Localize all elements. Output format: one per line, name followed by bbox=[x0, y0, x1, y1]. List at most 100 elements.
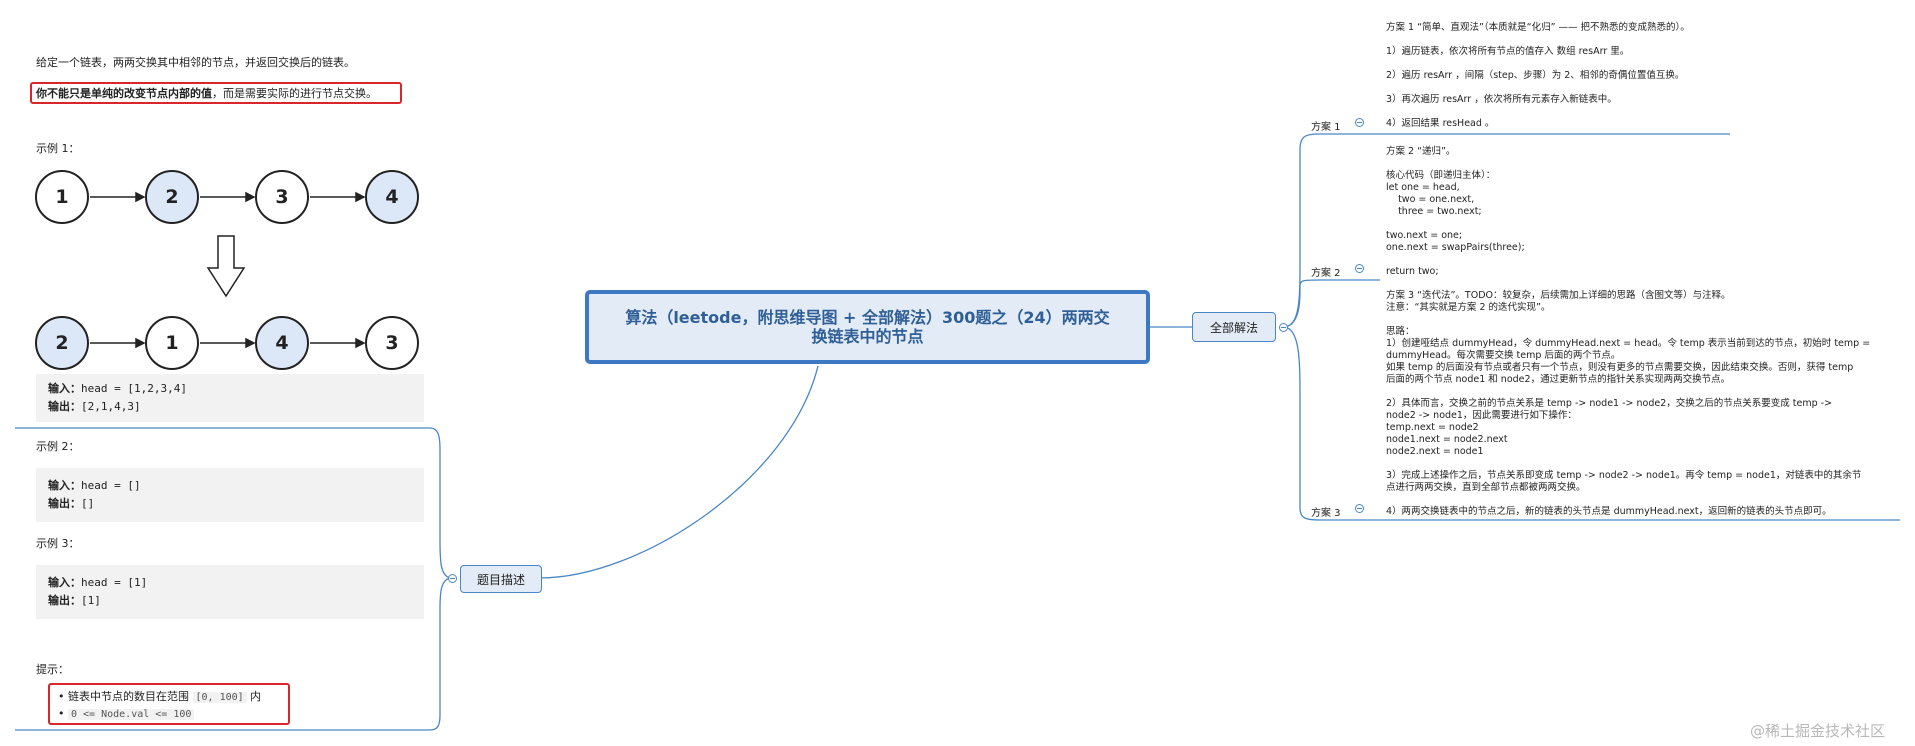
plan-line: 方案 1 “简单、直观法”（本质就是“化归” —— 把不熟悉的变成熟悉的）。 bbox=[1386, 22, 1690, 33]
input-value: head = [1] bbox=[81, 576, 148, 589]
topic-all-solutions[interactable]: 全部解法 bbox=[1192, 312, 1276, 342]
plan-line: 3）再次遍历 resArr ，依次将所有元素存入新链表中。 bbox=[1386, 94, 1617, 105]
example3-title: 示例 3： bbox=[36, 537, 80, 550]
list-node: 4 bbox=[365, 170, 419, 224]
plan-line: 思路： bbox=[1386, 326, 1415, 337]
plan-line bbox=[1386, 106, 1690, 118]
hint-code: [0, 100] bbox=[192, 692, 247, 703]
example3-input-line: 输入：head = [1] bbox=[48, 577, 147, 589]
plan-2-label[interactable]: 方案 2 bbox=[1311, 268, 1341, 279]
plan-line: two = one.next, bbox=[1386, 194, 1475, 205]
plan-line bbox=[1386, 158, 1525, 170]
plan-line bbox=[1386, 458, 1870, 470]
plan-line: return two; bbox=[1386, 266, 1439, 277]
plan-2-content: 方案 2 “递归”。 核心代码（即递归主体）：let one = head, t… bbox=[1386, 146, 1525, 278]
example1-title: 示例 1： bbox=[36, 142, 80, 155]
example1-input-line: 输入：head = [1,2,3,4] bbox=[48, 383, 187, 395]
problem-description: 给定一个链表，两两交换其中相邻的节点，并返回交换后的链表。 bbox=[36, 56, 355, 69]
collapse-icon[interactable] bbox=[1355, 504, 1364, 513]
plan-line bbox=[1386, 314, 1870, 326]
plan-line: one.next = swapPairs(three); bbox=[1386, 242, 1525, 253]
input-value: head = [] bbox=[81, 479, 141, 492]
output-label: 输出： bbox=[48, 497, 81, 510]
hint-item-2: • 0 <= Node.val <= 100 bbox=[58, 708, 195, 721]
output-value: [] bbox=[81, 497, 95, 510]
plan-line: 2）具体而言，交换之前的节点关系是 temp -> node1 -> node2… bbox=[1386, 398, 1833, 409]
hint-code: 0 <= Node.val <= 100 bbox=[68, 709, 195, 720]
plan-line: 注意：“其实就是方案 2 的迭代实现”。 bbox=[1386, 302, 1551, 313]
plan-line: temp.next = node2 bbox=[1386, 422, 1479, 433]
hint-item-1: • 链表中节点的数目在范围 [0, 100] 内 bbox=[58, 690, 262, 703]
plan-line bbox=[1386, 218, 1525, 230]
input-value: head = [1,2,3,4] bbox=[81, 382, 187, 395]
example3-io: 输入：head = [1] 输出：[1] bbox=[36, 565, 424, 619]
plan-line: 3）完成上述操作之后，节点关系即变成 temp -> node2 -> node… bbox=[1386, 470, 1862, 481]
output-label: 输出： bbox=[48, 400, 81, 413]
input-label: 输入： bbox=[48, 576, 81, 589]
plan-line: node2 -> node1，因此需要进行如下操作： bbox=[1386, 410, 1577, 421]
list-node: 4 bbox=[255, 316, 309, 370]
input-label: 输入： bbox=[48, 479, 81, 492]
collapse-icon[interactable] bbox=[1279, 323, 1288, 332]
warning-rest: ，而是需要实际的进行节点交换。 bbox=[212, 87, 377, 100]
collapse-icon[interactable] bbox=[1355, 118, 1364, 127]
output-value: [2,1,4,3] bbox=[81, 400, 141, 413]
plan-line: 点进行两两交换，直到全部节点都被两两交换。 bbox=[1386, 482, 1586, 493]
plan-1-content: 方案 1 “简单、直观法”（本质就是“化归” —— 把不熟悉的变成熟悉的）。 1… bbox=[1386, 22, 1690, 130]
example1-io: 输入：head = [1,2,3,4] 输出：[2,1,4,3] bbox=[36, 374, 424, 422]
down-arrow-icon bbox=[206, 235, 246, 298]
topic-label: 题目描述 bbox=[476, 572, 525, 587]
plan-line: 如果 temp 的后面没有节点或者只有一个节点，则没有更多的节点需要交换，因此结… bbox=[1386, 362, 1854, 373]
input-label: 输入： bbox=[48, 382, 81, 395]
topic-problem-description[interactable]: 题目描述 bbox=[460, 565, 542, 593]
plan-3-content: 方案 3 “迭代法”。TODO：较复杂，后续需加上详细的思路（含图文等）与注释。… bbox=[1386, 290, 1870, 518]
list-node: 3 bbox=[255, 170, 309, 224]
hint-box: • 链表中节点的数目在范围 [0, 100] 内 • 0 <= Node.val… bbox=[48, 683, 290, 725]
plan-line bbox=[1386, 58, 1690, 70]
plan-line bbox=[1386, 494, 1870, 506]
collapse-icon[interactable] bbox=[1355, 264, 1364, 273]
plan-line: 核心代码（即递归主体）： bbox=[1386, 170, 1496, 181]
list-node: 2 bbox=[145, 170, 199, 224]
hint-title: 提示： bbox=[36, 663, 69, 676]
plan-line: 4）返回结果 resHead 。 bbox=[1386, 118, 1495, 129]
plan-line: dummyHead。每次需要交换 temp 后面的两个节点。 bbox=[1386, 350, 1621, 361]
output-value: [1] bbox=[81, 594, 101, 607]
plan-line: 1）遍历链表，依次将所有节点的值存入 数组 resArr 里。 bbox=[1386, 46, 1630, 57]
plan-line: let one = head, bbox=[1386, 182, 1460, 193]
plan-line: 方案 2 “递归”。 bbox=[1386, 146, 1456, 157]
plan-line: node1.next = node2.next bbox=[1386, 434, 1508, 445]
plan-line: three = two.next; bbox=[1386, 206, 1482, 217]
watermark: @稀土掘金技术社区 bbox=[1750, 722, 1886, 740]
topic-label: 全部解法 bbox=[1209, 320, 1258, 335]
plan-line: 4）两两交换链表中的节点之后，新的链表的头节点是 dummyHead.next，… bbox=[1386, 506, 1832, 517]
plan-line: 2）遍历 resArr ，间隔（step、步骤）为 2、相邻的奇偶位置值互换。 bbox=[1386, 70, 1685, 81]
plan-line bbox=[1386, 386, 1870, 398]
plan-1-label[interactable]: 方案 1 bbox=[1311, 122, 1341, 133]
root-topic[interactable]: 算法（leetode，附思维导图 + 全部解法）300题之（24）两两交换链表中… bbox=[585, 290, 1150, 364]
example3-output-line: 输出：[1] bbox=[48, 595, 101, 607]
list-node: 3 bbox=[365, 316, 419, 370]
plan-line: two.next = one; bbox=[1386, 230, 1463, 241]
example2-output-line: 输出：[] bbox=[48, 498, 94, 510]
hint-text: 内 bbox=[250, 690, 262, 703]
collapse-icon[interactable] bbox=[448, 574, 457, 583]
plan-line bbox=[1386, 34, 1690, 46]
example2-title: 示例 2： bbox=[36, 440, 80, 453]
list-node: 2 bbox=[35, 316, 89, 370]
example2-io: 输入：head = [] 输出：[] bbox=[36, 468, 424, 522]
plan-3-label[interactable]: 方案 3 bbox=[1311, 508, 1341, 519]
list-node: 1 bbox=[35, 170, 89, 224]
root-title: 算法（leetode，附思维导图 + 全部解法）300题之（24）两两交换链表中… bbox=[625, 308, 1110, 346]
plan-line: 方案 3 “迭代法”。TODO：较复杂，后续需加上详细的思路（含图文等）与注释。 bbox=[1386, 290, 1731, 301]
plan-line: 1）创建哑结点 dummyHead，令 dummyHead.next = hea… bbox=[1386, 338, 1871, 349]
plan-line bbox=[1386, 254, 1525, 266]
warning-box: 你不能只是单纯的改变节点内部的值，而是需要实际的进行节点交换。 bbox=[30, 82, 402, 104]
list-node: 1 bbox=[145, 316, 199, 370]
warning-bold: 你不能只是单纯的改变节点内部的值 bbox=[36, 87, 212, 100]
hint-text: 链表中节点的数目在范围 bbox=[68, 690, 189, 703]
example2-input-line: 输入：head = [] bbox=[48, 480, 141, 492]
plan-line bbox=[1386, 82, 1690, 94]
example1-output-line: 输出：[2,1,4,3] bbox=[48, 401, 141, 413]
